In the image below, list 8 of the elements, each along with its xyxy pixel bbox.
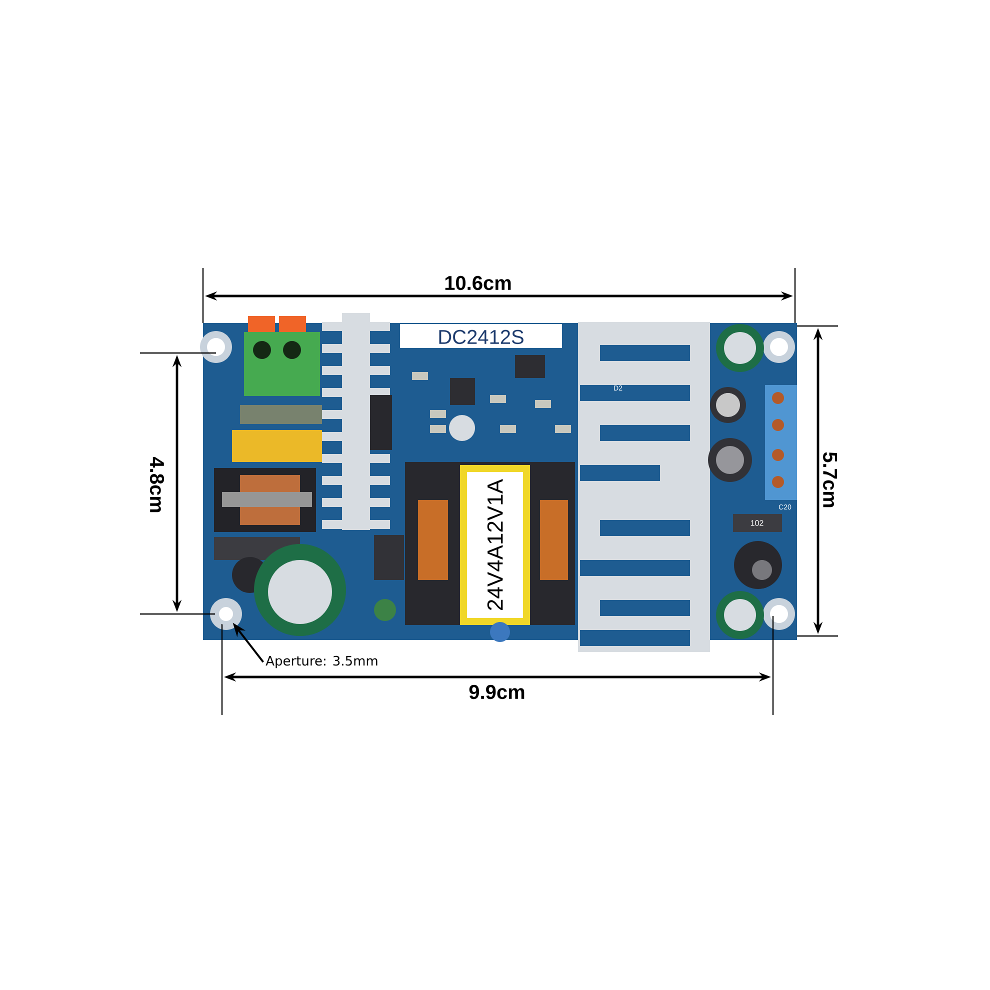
dimension-label: 9.9cm (469, 684, 524, 700)
dimension-label: 10.6cm (445, 276, 511, 290)
transformer-label: 24V4A12V1A (487, 479, 503, 610)
dimension-label: 5.7cm (823, 452, 837, 508)
aperture-label: Aperture: 3.5mm (266, 656, 378, 668)
resistor-label: 102 (750, 520, 764, 526)
dimension-label: 4.8cm (150, 456, 164, 512)
board-label: DC2412S (439, 330, 524, 344)
